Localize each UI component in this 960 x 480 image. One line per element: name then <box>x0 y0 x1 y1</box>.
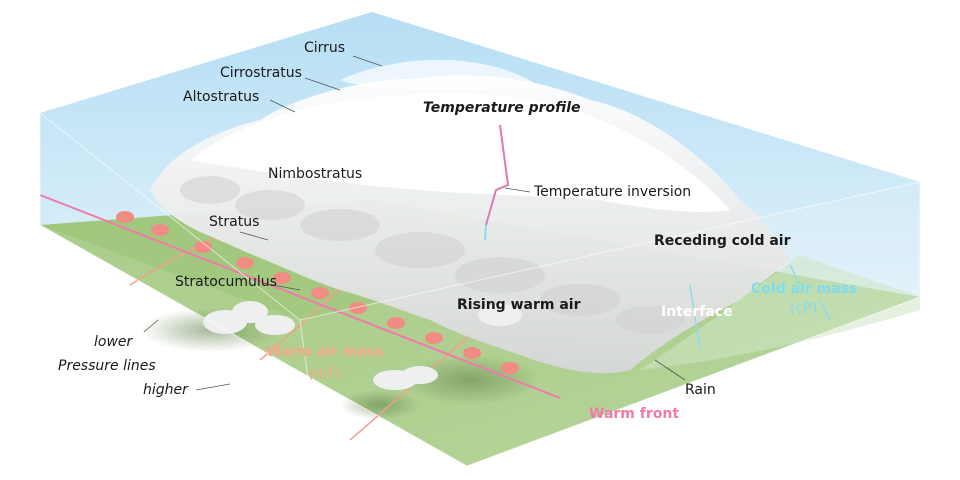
label-stratus: Stratus <box>209 214 260 230</box>
label-warm-front: Warm front <box>589 406 680 422</box>
label-receding-cold-air: Receding cold air <box>654 233 791 249</box>
warm-front-markers <box>116 211 519 374</box>
warm-front-line <box>39 194 561 399</box>
label-pressure-lines: Pressure lines <box>58 358 156 374</box>
interface-line <box>689 284 701 351</box>
stratocumulus-clouds <box>203 301 522 390</box>
cold-air-lines <box>789 264 831 321</box>
label-altostratus: Altostratus <box>183 89 260 105</box>
label-cold-air-mass-code: (cP) <box>790 301 818 317</box>
label-rain: Rain <box>685 382 716 398</box>
label-lower: lower <box>94 334 133 350</box>
label-temperature-profile: Temperature profile <box>423 100 581 116</box>
label-cirrostratus: Cirrostratus <box>220 65 302 81</box>
cold-air-wedge <box>640 255 920 370</box>
label-cold-air-mass: Cold air mass <box>751 281 858 297</box>
label-interface: Interface <box>661 304 733 320</box>
label-higher: higher <box>143 382 188 398</box>
label-temperature-inversion: Temperature inversion <box>534 184 692 200</box>
label-nimbostratus: Nimbostratus <box>268 166 363 182</box>
upper-cloud-layer <box>190 93 730 212</box>
label-cirrus: Cirrus <box>304 40 346 56</box>
cirrus-cloud <box>340 59 540 89</box>
label-warm-air-mass-code: (mT) <box>308 366 342 382</box>
leader-lines <box>143 55 686 391</box>
box-edges <box>39 112 921 467</box>
label-stratocumulus: Stratocumulus <box>175 274 277 290</box>
temperature-profile-line <box>485 124 510 226</box>
label-warm-air-mass: Warm air mass <box>266 344 384 360</box>
temperature-profile-lower <box>484 224 487 241</box>
cloud-shadow <box>340 390 420 420</box>
label-rising-warm-air: Rising warm air <box>457 297 581 313</box>
